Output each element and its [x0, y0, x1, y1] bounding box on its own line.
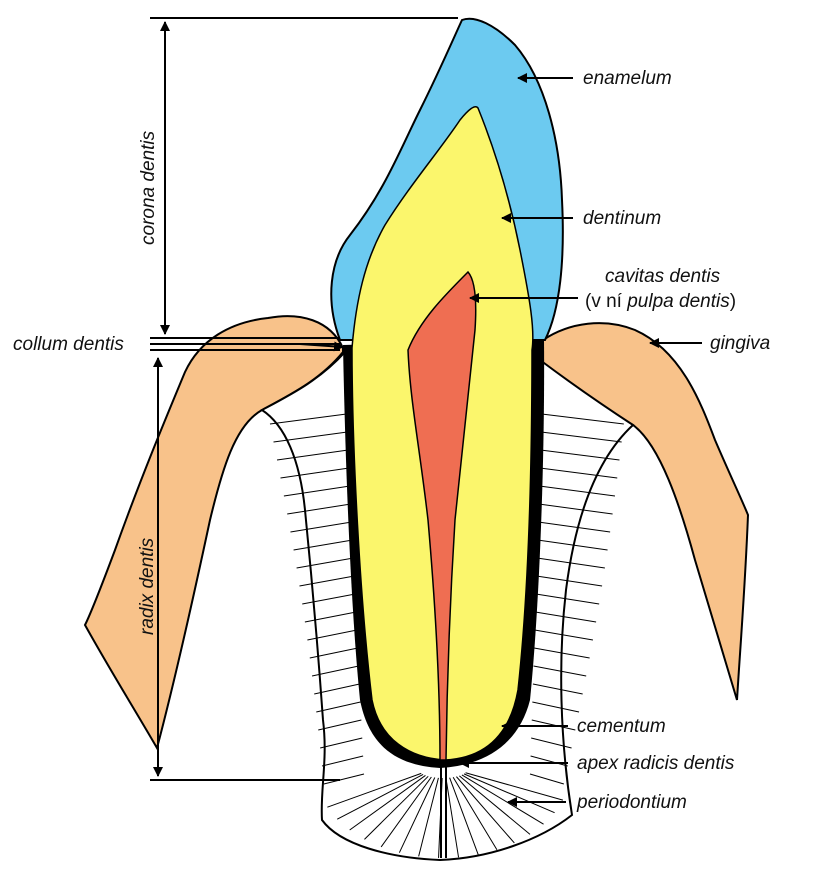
periodontal-fiber-line [283, 485, 351, 497]
periodontal-fiber-line [538, 521, 611, 533]
periodontal-fiber-line [456, 776, 515, 844]
periodontal-fiber-line [309, 647, 358, 659]
periodontal-fiber-line [532, 683, 583, 695]
periodontal-fiber-line [536, 575, 603, 587]
label-pulpa-dentis: (v ní pulpa dentis) [585, 291, 736, 312]
periodontal-fiber-line [318, 719, 362, 731]
label-cementum: cementum [577, 716, 666, 737]
periodontal-fiber-line [465, 772, 564, 801]
periodontal-fiber-line [336, 774, 424, 820]
periodontal-fiber-line [533, 665, 587, 677]
periodontal-fiber-line [530, 755, 568, 767]
periodontal-fiber-line [540, 449, 620, 461]
periodontal-fiber-line [452, 776, 498, 851]
periodontal-fiber-line [539, 467, 618, 479]
periodontal-fiber-line [533, 647, 590, 659]
periodontal-fiber-line [463, 773, 555, 814]
label-radix-dentis: radix dentis [137, 537, 158, 635]
periodontal-fiber-line [535, 593, 600, 605]
periodontal-fiber-line [398, 777, 436, 853]
pulpa-dentis [407, 270, 477, 761]
periodontal-fiber-line [320, 737, 363, 749]
periodontal-fiber-line [296, 557, 354, 569]
periodontal-fiber-line [280, 467, 350, 479]
label-periodontium: periodontium [576, 792, 687, 813]
periodontal-fiber-line [529, 773, 564, 785]
periodontal-fiber-line [287, 503, 351, 515]
periodontal-fiber-line [276, 449, 349, 461]
periodontal-fiber-line [327, 772, 422, 808]
periodontal-fiber-line [349, 775, 426, 831]
periodontal-fiber-line [316, 701, 361, 713]
label-collum-dentis: collum dentis [13, 334, 124, 355]
periodontal-fiber-line [532, 701, 580, 713]
periodontal-fiber-line [449, 777, 479, 855]
gingiva-left [83, 315, 344, 751]
label-pulpa-italic: pulpa dentis [626, 291, 730, 312]
periodontal-fiber-line [418, 777, 439, 857]
label-corona-dentis: corona dentis [138, 130, 159, 245]
periodontal-fibers [269, 413, 624, 858]
periodontal-fiber-line [269, 413, 347, 425]
periodontal-fiber-line [537, 539, 608, 551]
periodontal-fiber-line [364, 775, 429, 840]
periodontal-fiber-line [290, 521, 352, 533]
periodontal-fiber-line [311, 665, 359, 677]
periodontal-fiber-line [307, 629, 358, 641]
periodontal-fiber-line [531, 737, 572, 749]
periodontal-fiber-line [299, 575, 355, 587]
periodontal-fiber-line [302, 593, 356, 605]
gingiva-right [538, 322, 750, 701]
periodontal-fiber-line [304, 611, 357, 623]
periodontal-fiber-line [541, 413, 624, 425]
periodontal-fiber-line [461, 774, 544, 825]
label-apex-radicis-dentis: apex radicis dentis [577, 753, 735, 774]
periodontal-fiber-line [314, 683, 360, 695]
periodontal-fiber-line [539, 485, 616, 497]
label-enamelum: enamelum [583, 68, 672, 89]
periodontal-fiber-line [380, 776, 432, 848]
periodontal-fiber-line [321, 755, 364, 767]
periodontal-fiber-line [293, 539, 353, 551]
periodontal-fiber-line [459, 775, 531, 835]
periodontal-fiber-line [273, 431, 348, 443]
label-gingiva: gingiva [710, 333, 770, 354]
label-pulpa-prefix: (v ní [585, 291, 627, 312]
periodontal-fiber-line [535, 611, 597, 623]
periodontal-fiber-line [534, 629, 594, 641]
label-cavitas-dentis: cavitas dentis [605, 266, 721, 287]
periodontal-fiber-line [445, 777, 460, 858]
periodontal-fiber-line [541, 431, 622, 443]
periodontal-fiber-line [323, 773, 365, 785]
periodontal-fiber-line [536, 557, 605, 569]
collum-arrow [299, 341, 344, 352]
label-dentinum: dentinum [583, 208, 661, 229]
periodontal-fiber-line [538, 503, 613, 515]
label-pulpa-suffix: ) [730, 291, 736, 312]
